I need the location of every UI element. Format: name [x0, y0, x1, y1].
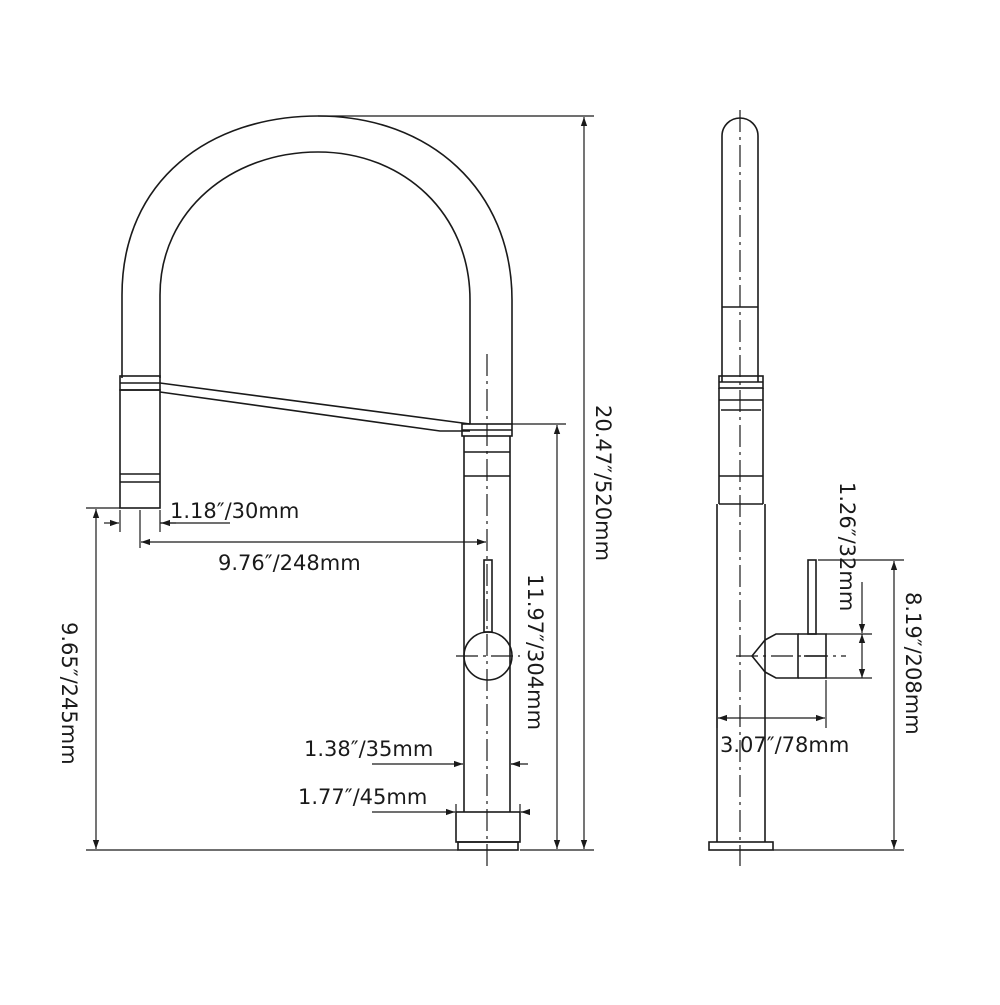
handle-depth-label: 3.07″/78mm — [720, 733, 849, 757]
spout-outer — [121, 115, 513, 424]
side-spray-head — [718, 375, 764, 505]
side-body — [708, 504, 774, 851]
handle-height-label: 1.26″/32mm — [835, 482, 859, 611]
spray-head — [119, 375, 161, 509]
body-height-label: 11.97″/304mm — [523, 574, 547, 730]
base-diameter-label: 1.77″/45mm — [298, 785, 427, 809]
front-view: 20.47″/520mm 11.97″/304mm 9.65″/245mm 1.… — [57, 115, 615, 866]
holder-arm — [159, 382, 471, 432]
side-handle — [751, 559, 827, 679]
reach-label: 9.76″/248mm — [218, 551, 361, 575]
body-diameter-label: 1.38″/35mm — [304, 737, 433, 761]
handle — [463, 559, 513, 681]
side-view: 1.26″/32mm 3.07″/78mm 8.19″/208mm — [708, 110, 925, 866]
spout-inner — [159, 151, 471, 424]
holder-width-label: 1.18″/30mm — [170, 499, 299, 523]
total-height-label: 20.47″/520mm — [591, 405, 615, 561]
faucet-body — [455, 423, 521, 851]
handle-position-label: 8.19″/208mm — [901, 592, 925, 735]
spray-height-label: 9.65″/245mm — [57, 622, 81, 765]
